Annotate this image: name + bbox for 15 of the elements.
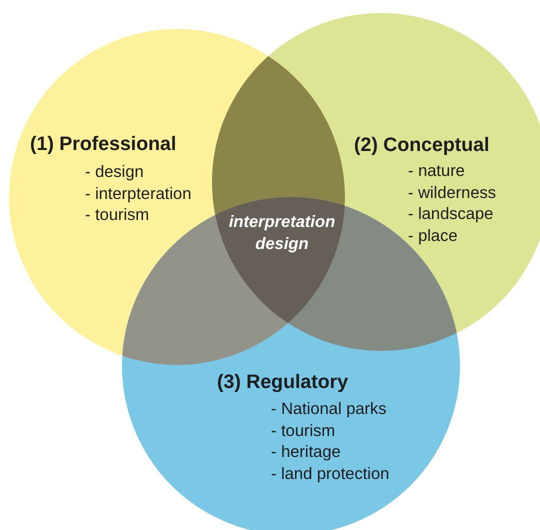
list-item: - tourism [85,205,150,226]
set-heading: (3) Regulatory [217,372,348,394]
intersection-label: interpretation design [228,212,336,255]
set-heading: (1) Professional [30,134,176,156]
list-item: - wilderness [408,182,496,204]
list-item: - design [85,162,144,183]
list-item: - tourism [271,420,336,442]
list-item: - National parks [271,399,387,420]
list-item: - heritage [271,442,341,463]
list-item: - place [408,226,458,246]
list-item: - landscape [408,204,494,225]
list-item: - interpteration [85,184,192,204]
list-item: - land protection [271,464,390,484]
set-heading: (2) Conceptual [354,135,490,156]
list-item: - nature [408,161,465,182]
